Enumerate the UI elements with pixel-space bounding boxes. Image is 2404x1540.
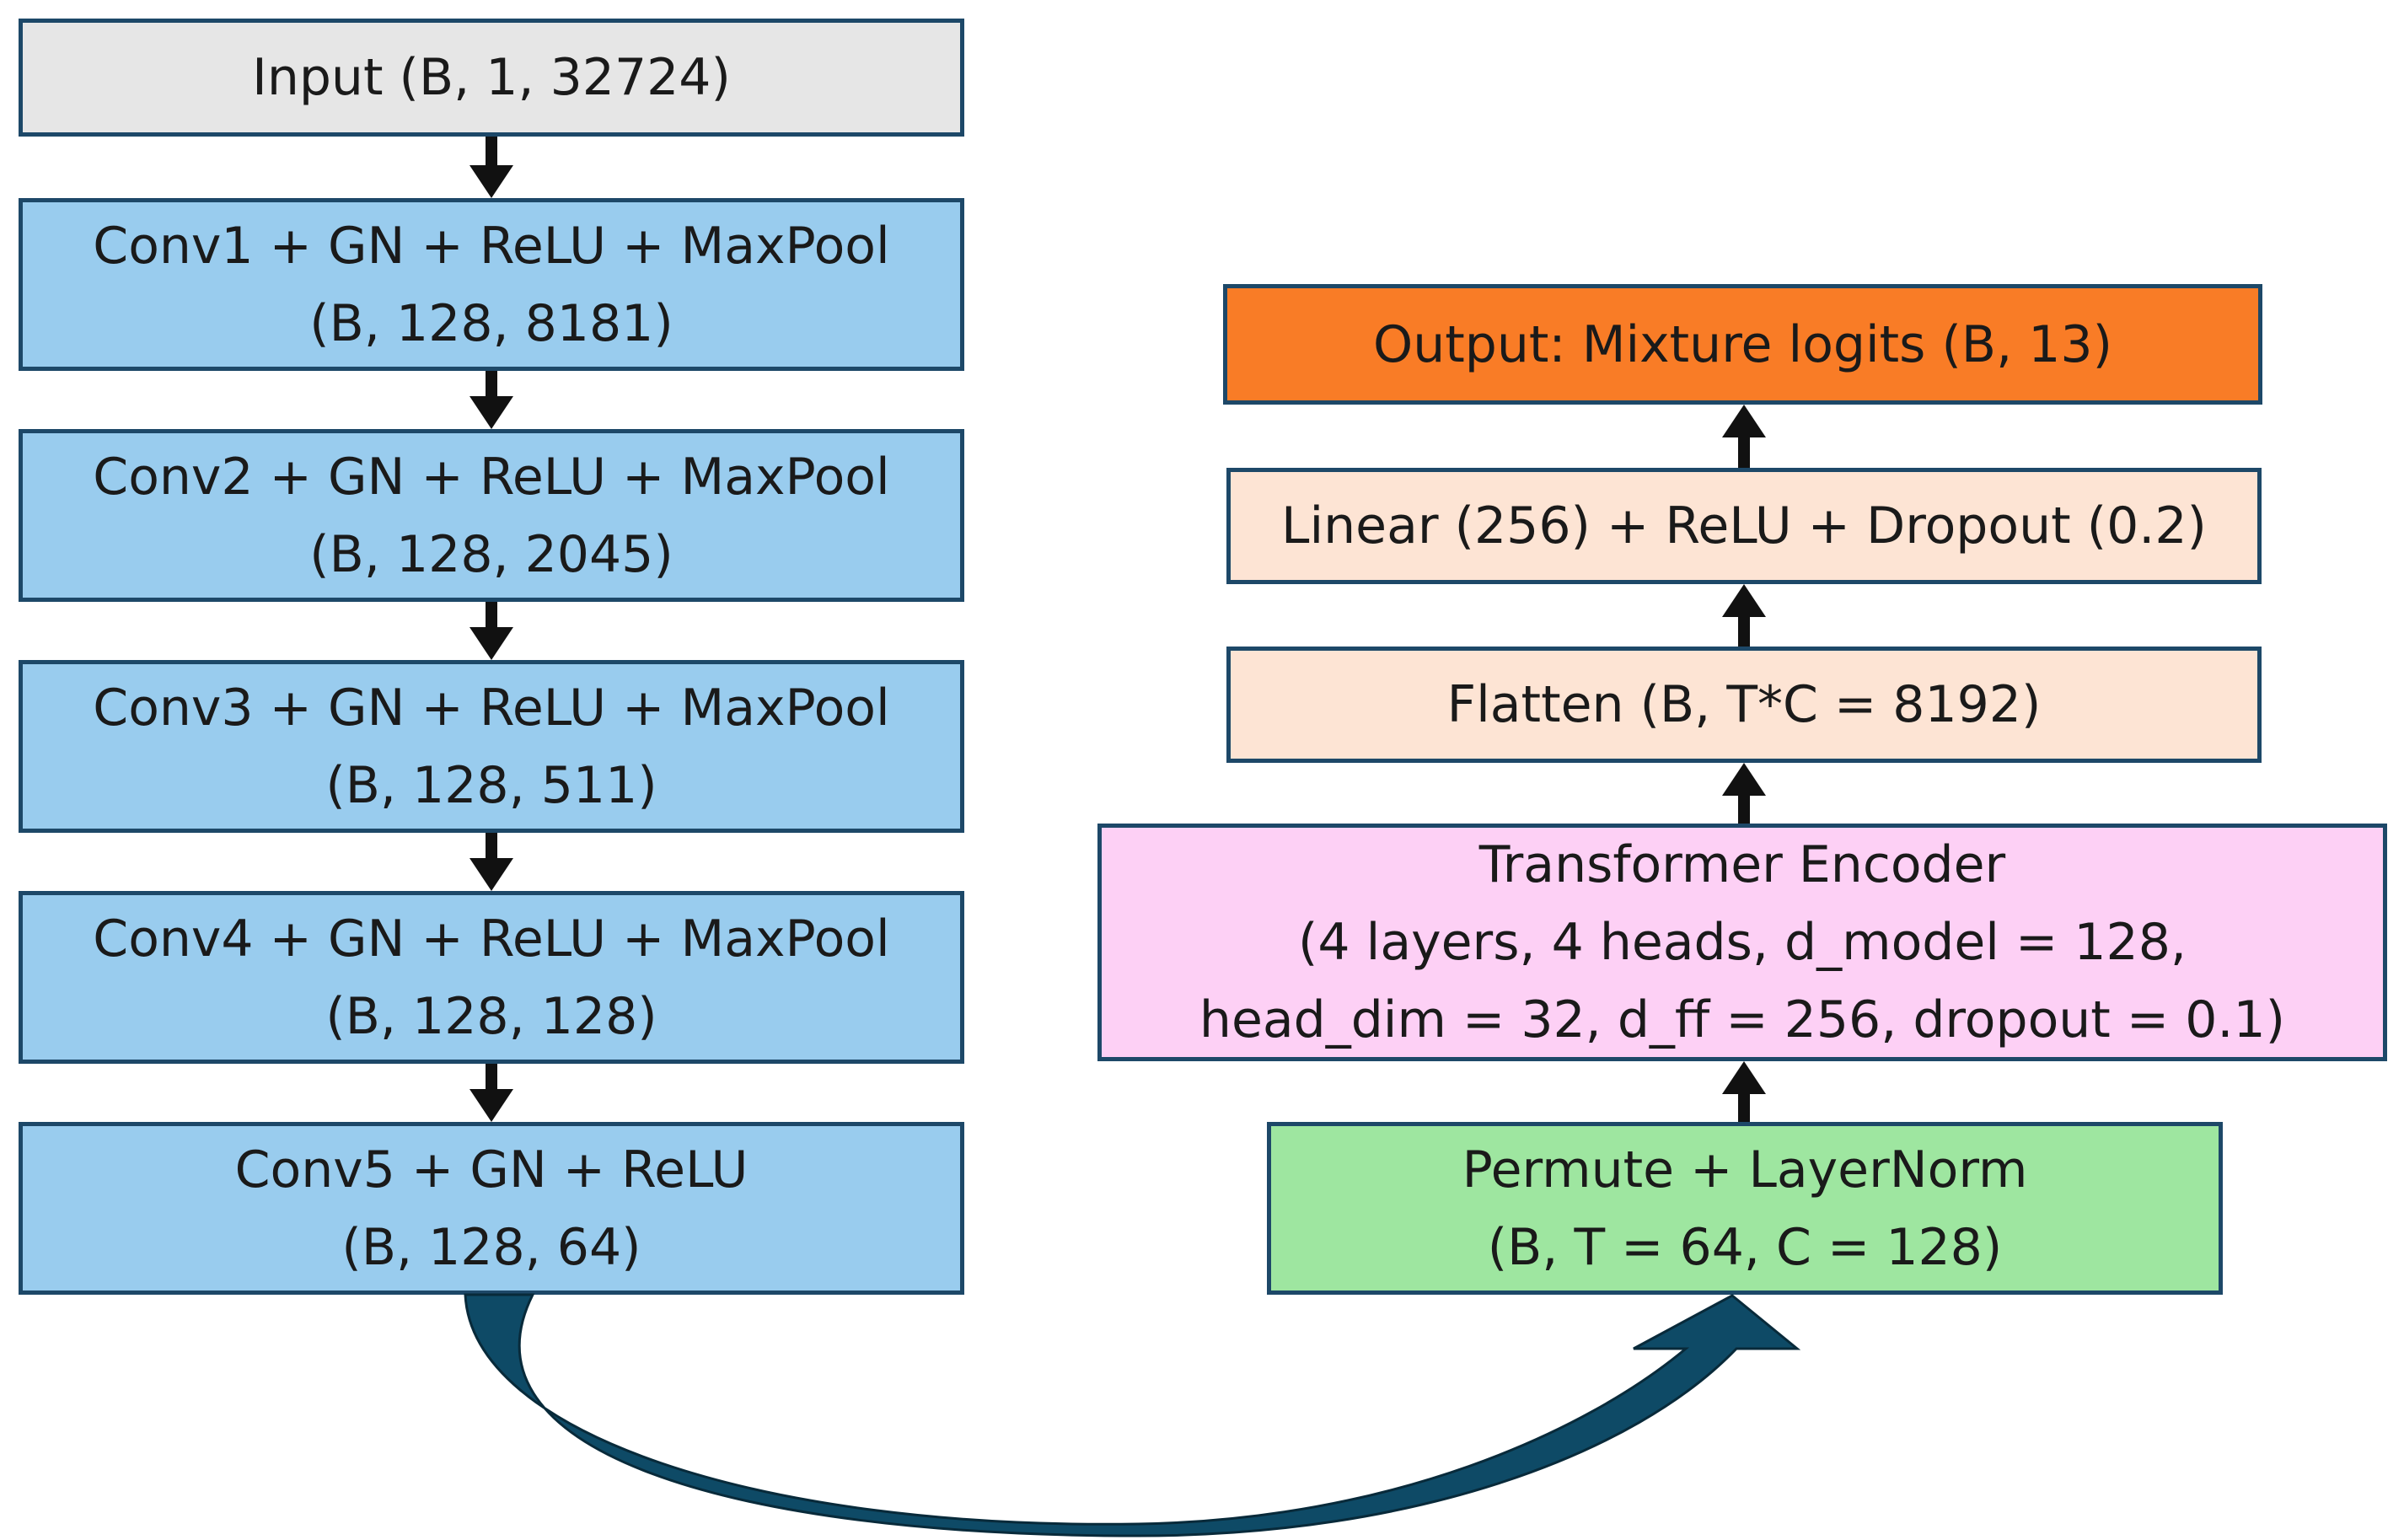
arrow-transformer-to-flatten: [1722, 763, 1766, 824]
conv2-node: Conv2 + GN + ReLU + MaxPool (B, 128, 204…: [19, 429, 964, 602]
conv2-node-title: Conv2 + GN + ReLU + MaxPool: [93, 447, 890, 507]
arrow-conv1-to-conv2: [470, 371, 513, 429]
arrow-input-to-conv1: [470, 137, 513, 198]
conv4-node-shape: (B, 128, 128): [325, 986, 657, 1046]
permute-node-shape: (B, T = 64, C = 128): [1487, 1217, 2003, 1277]
transformer-node-params-2: head_dim = 32, d_ff = 256, dropout = 0.1…: [1199, 990, 2286, 1049]
arrow-conv2-to-conv3: [470, 602, 513, 660]
flatten-node-label: Flatten (B, T*C = 8192): [1446, 675, 2042, 734]
conv5-node: Conv5 + GN + ReLU (B, 128, 64): [19, 1122, 964, 1295]
arrow-conv4-to-conv5: [470, 1064, 513, 1122]
output-node-label: Output: Mixture logits (B, 13): [1372, 314, 2112, 374]
conv5-node-shape: (B, 128, 64): [341, 1217, 641, 1277]
flatten-node: Flatten (B, T*C = 8192): [1226, 647, 2262, 763]
conv1-node: Conv1 + GN + ReLU + MaxPool (B, 128, 818…: [19, 198, 964, 371]
conv1-node-title: Conv1 + GN + ReLU + MaxPool: [93, 216, 890, 276]
conv2-node-shape: (B, 128, 2045): [309, 524, 673, 584]
arrow-conv3-to-conv4: [470, 833, 513, 891]
permute-node-title: Permute + LayerNorm: [1462, 1140, 2028, 1199]
transformer-node-params-1: (4 layers, 4 heads, d_model = 128,: [1298, 913, 2187, 972]
linear-node: Linear (256) + ReLU + Dropout (0.2): [1226, 468, 2262, 584]
input-node-label: Input (B, 1, 32724): [252, 48, 731, 107]
conv1-node-shape: (B, 128, 8181): [309, 293, 673, 353]
arrow-permute-to-transformer: [1722, 1061, 1766, 1122]
conv3-node-shape: (B, 128, 511): [325, 755, 657, 815]
output-node: Output: Mixture logits (B, 13): [1223, 284, 2262, 405]
conv4-node: Conv4 + GN + ReLU + MaxPool (B, 128, 128…: [19, 891, 964, 1064]
arrow-flatten-to-linear: [1722, 584, 1766, 647]
linear-node-label: Linear (256) + ReLU + Dropout (0.2): [1281, 496, 2207, 555]
input-node: Input (B, 1, 32724): [19, 19, 964, 137]
conv4-node-title: Conv4 + GN + ReLU + MaxPool: [93, 909, 890, 969]
arrow-linear-to-output: [1722, 405, 1766, 468]
curved-arrow-conv5-to-permute: [464, 1293, 1801, 1537]
conv3-node-title: Conv3 + GN + ReLU + MaxPool: [93, 678, 890, 738]
transformer-node: Transformer Encoder (4 layers, 4 heads, …: [1097, 824, 2387, 1061]
permute-node: Permute + LayerNorm (B, T = 64, C = 128): [1267, 1122, 2223, 1295]
conv5-node-title: Conv5 + GN + ReLU: [234, 1140, 749, 1199]
conv3-node: Conv3 + GN + ReLU + MaxPool (B, 128, 511…: [19, 660, 964, 833]
transformer-node-title: Transformer Encoder: [1478, 835, 2006, 894]
